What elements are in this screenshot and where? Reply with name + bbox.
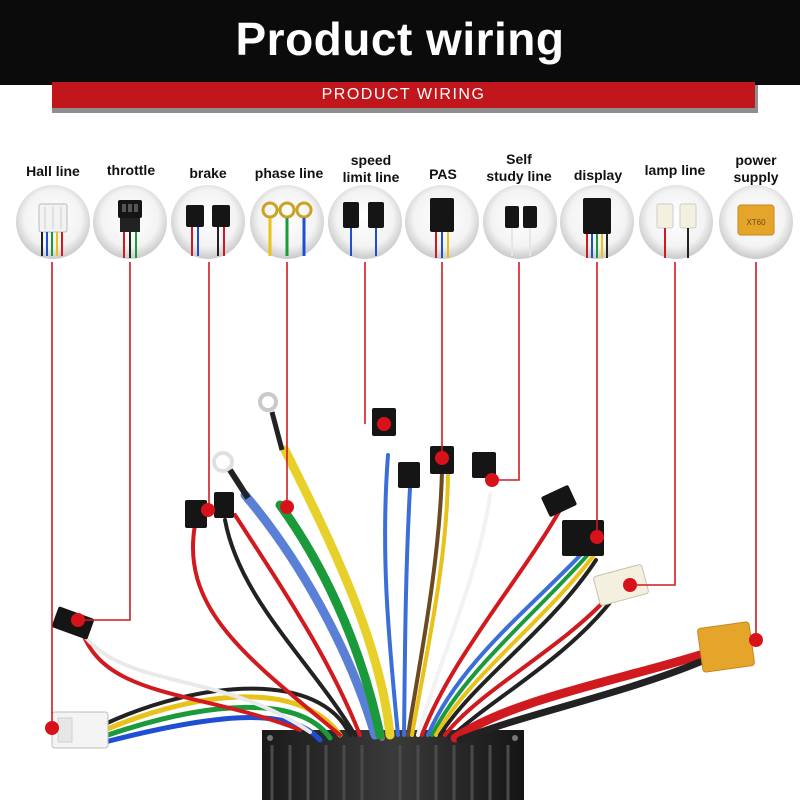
thumbnail-display [560, 185, 634, 259]
thumbnail-throttle [93, 185, 167, 259]
label-speed-limit-line: speed limit line [342, 152, 400, 185]
thumbnail-speed-limit [328, 185, 402, 259]
banner: PRODUCT WIRING [52, 82, 755, 108]
banner-text: PRODUCT WIRING [321, 86, 486, 103]
page-title: Product wiring [235, 13, 565, 65]
label-brake: brake [189, 165, 227, 181]
wire-harness [78, 445, 705, 745]
label-lamp-line: lamp line [644, 162, 706, 178]
thumbnail-power: XT60 [719, 185, 793, 259]
controller-box [262, 730, 524, 800]
label-pas: PAS [429, 166, 457, 182]
header-bar: Product wiring [0, 0, 800, 85]
thumbnail-phase [250, 185, 324, 259]
label-phase-line: phase line [254, 165, 324, 181]
red-markers [45, 417, 763, 735]
thumbnail-pas [405, 185, 479, 259]
thumbnail-self-study [483, 185, 557, 259]
xt60-label: XT60 [746, 218, 766, 227]
thumbnail-brake [171, 185, 245, 259]
label-display: display [573, 167, 623, 183]
label-power-supply: power supply [733, 152, 779, 185]
label-hall-line: Hall line [26, 163, 80, 179]
label-throttle: throttle [106, 162, 156, 178]
thumbnail-hall [16, 185, 90, 259]
thumbnail-lamp [639, 185, 713, 259]
leader-lines [51, 262, 757, 728]
label-self-study-line: Self study line [486, 151, 552, 184]
